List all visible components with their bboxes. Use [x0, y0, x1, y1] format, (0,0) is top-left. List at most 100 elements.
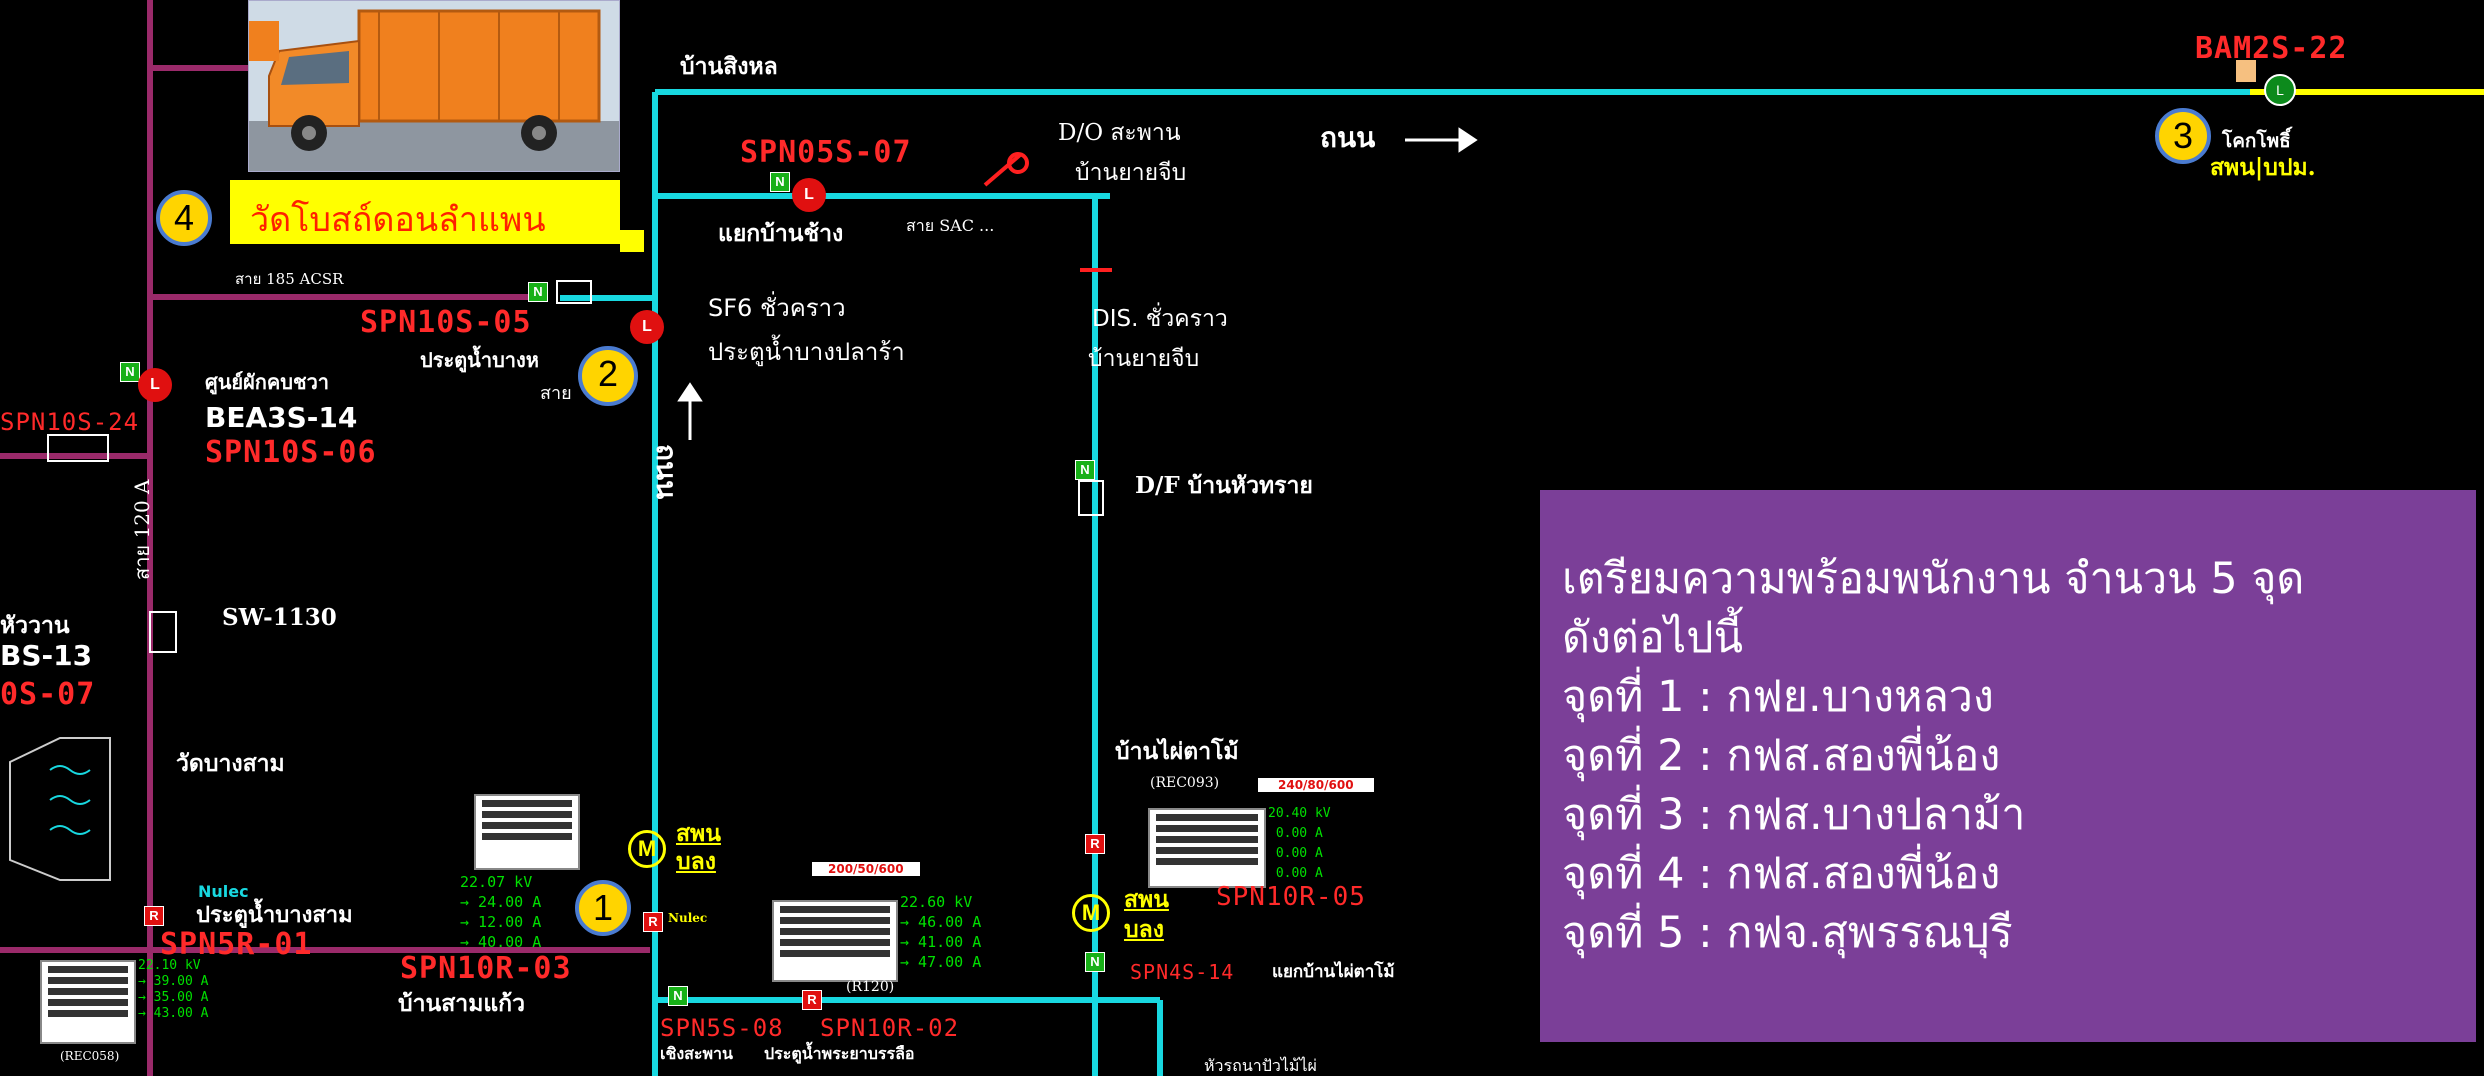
readings-1: 22.07 kV → 24.00 A → 12.00 A → 40.00 A [460, 873, 542, 951]
document-icon [2236, 60, 2256, 82]
staff-readiness-info-box: เตรียมความพร้อมพนักงาน จำนวน 5 จุด ดังต่… [1540, 490, 2476, 1042]
info-point-1: จุดที่ 1 : กฟย.บางหลวง [1562, 672, 1994, 722]
label-hua-wan: หัววาน [0, 612, 70, 639]
label-yaek-ban-chang: แยกบ้านช้าง [718, 220, 844, 247]
info-point-2: จุดที่ 2 : กฟส.สองพี่น้อง [1562, 731, 2001, 781]
label-sapan-1: สพน [676, 820, 721, 847]
label-soon: ศูนย์ผักคบชวา [205, 370, 330, 394]
readings-4: 22.10 kV → 39.00 A → 35.00 A → 43.00 A [138, 958, 209, 1021]
label-road-right: ถนน [1320, 121, 1376, 154]
meter-m-1: M [628, 830, 666, 868]
control-panel-2 [772, 900, 898, 982]
label-sai-185: สาย 185 ACSR [235, 270, 344, 288]
info-point-5: จุดที่ 5 : กฟจ.สุพรรณบุรี [1562, 908, 2013, 958]
label-nulec-2: Nulec [668, 911, 708, 925]
label-do-sapan: D/O สะพาน [1058, 120, 1181, 146]
info-point-4: จุดที่ 4 : กฟส.สองพี่น้อง [1562, 849, 2001, 899]
label-sai-120: สาย 120 A [130, 479, 154, 581]
label-sapan-bpm: สพน|บปม. [2210, 154, 2316, 181]
label-sapan-2: สพน [1124, 886, 1169, 913]
label-bong-2: บลง [1124, 916, 1164, 943]
recloser-r-2[interactable]: R [643, 912, 663, 932]
switch-symbols [983, 152, 1112, 272]
label-bong-1: บลง [676, 848, 716, 875]
marker-2: 2 [578, 346, 638, 406]
label-sf6: SF6 ชั่วคราว [708, 294, 846, 322]
n-indicator-2: N [528, 282, 548, 302]
label-spn4s14: SPN4S-14 [1130, 960, 1235, 984]
info-point-3: จุดที่ 3 : กฟส.บางปลาม้า [1562, 790, 2026, 840]
label-ratio-2: 240/80/600 [1258, 778, 1374, 792]
n-indicator-bottom: N [668, 986, 688, 1006]
recloser-r-3[interactable]: R [802, 990, 822, 1010]
label-road-vertical: ถนน [650, 444, 683, 500]
load-switch-l[interactable]: L [792, 178, 826, 212]
soon-switch-l[interactable]: L [138, 368, 172, 402]
label-pratu-nam-bangsam: ประตูน้ำบางสาม [196, 902, 353, 928]
label-pratu-phra: ประตูน้ำพระยาบรรลือ [764, 1044, 915, 1063]
truck-photo [248, 0, 620, 172]
label-nulec-1: Nulec [198, 882, 249, 901]
label-bea3s14: BEA3S-14 [205, 401, 358, 434]
label-sai-sac: สาย SAC ... [906, 216, 995, 235]
recloser-r-1[interactable]: R [144, 906, 164, 926]
meter-m-2: M [1072, 894, 1110, 932]
callout-tab [620, 230, 644, 252]
yellow-arrows [677, 127, 1478, 440]
label-ban-singhon: บ้านสิงหล [680, 53, 778, 80]
marker-1: 1 [575, 880, 631, 936]
label-spn5s08: SPN5S-08 [660, 1014, 784, 1042]
n-indicator-3: N [120, 362, 140, 382]
switch-box-left [47, 434, 109, 462]
label-spn10s24: SPN10S-24 [0, 408, 140, 436]
n-indicator-spn4s14: N [1085, 952, 1105, 972]
label-spn10s05: SPN10S-05 [360, 305, 532, 340]
label-sai-left: สาย [540, 383, 572, 404]
label-spn10r05: SPN10R-05 [1216, 882, 1366, 912]
callout-text: วัดโบสถ์ดอนลำแพน [250, 200, 546, 240]
label-spn05s07: SPN05S-07 [740, 135, 912, 170]
label-ban-sam-kaeo: บ้านสามแก้ว [398, 990, 526, 1017]
location-callout: วัดโบสถ์ดอนลำแพน [230, 180, 620, 244]
label-ban-phai: บ้านไผ่ตาโม้ [1115, 738, 1239, 765]
label-ban-yaijeep: บ้านยายจีบ [1075, 160, 1187, 186]
df-switch-box[interactable] [1078, 480, 1104, 516]
marker-4: 4 [156, 190, 212, 246]
label-dis-temp: DIS. ชั่วคราว [1092, 306, 1228, 332]
label-bs13: BS-13 [0, 639, 93, 672]
label-df-ban-hua-sai: D/F บ้านหัวทราย [1135, 472, 1313, 499]
transformer-symbol [9, 737, 111, 881]
readings-2: 22.60 kV → 46.00 A → 41.00 A → 47.00 A [900, 893, 982, 971]
load-break-switch-icon[interactable]: L [2264, 74, 2296, 106]
marker-3: 3 [2155, 108, 2211, 164]
label-ratio-1: 200/50/600 [812, 862, 920, 876]
label-pratu-nam-bang: ประตูน้ำบางห [420, 348, 539, 372]
label-rec093: (REC093) [1150, 775, 1220, 791]
control-panel-3 [1148, 808, 1266, 888]
label-ban-yaijeep-2: บ้านยายจีบ [1088, 346, 1200, 372]
label-yaek-ban-phai: แยกบ้านไผ่ตาโม้ [1272, 962, 1395, 982]
label-0s07: 0S-07 [0, 677, 96, 712]
magenta-feeder-lines [0, 0, 650, 1076]
label-spn10s06: SPN10S-06 [205, 435, 377, 470]
recloser-r-4[interactable]: R [1085, 834, 1105, 854]
sw-box [149, 611, 177, 653]
label-spn5r01: SPN5R-01 [160, 927, 313, 962]
control-panel-4 [40, 960, 136, 1044]
sf6-switch-l[interactable]: L [630, 310, 664, 344]
label-sw1130: SW-1130 [222, 604, 337, 631]
label-choeng-sapan: เชิงสะพาน [660, 1044, 733, 1063]
label-spn10r02: SPN10R-02 [820, 1014, 960, 1042]
label-r120: (R120) [846, 979, 895, 995]
n-indicator-df: N [1075, 460, 1095, 480]
label-spn10r03: SPN10R-03 [400, 951, 572, 986]
label-bam2s22: BAM2S-22 [2195, 31, 2348, 66]
readings-3: 20.40 kV 0.00 A 0.00 A 0.00 A [1268, 806, 1331, 881]
label-wat-bang-sam: วัดบางสาม [176, 750, 285, 777]
label-ko-kho-pho: โคกโพธิ์ [2222, 130, 2291, 152]
switch-box-2[interactable] [556, 280, 592, 304]
info-heading-line-1: เตรียมความพร้อมพนักงาน จำนวน 5 จุด [1562, 554, 2305, 604]
label-bottom-cut: หัวรถนาปัวไม้ไผ่ [1204, 1056, 1317, 1075]
